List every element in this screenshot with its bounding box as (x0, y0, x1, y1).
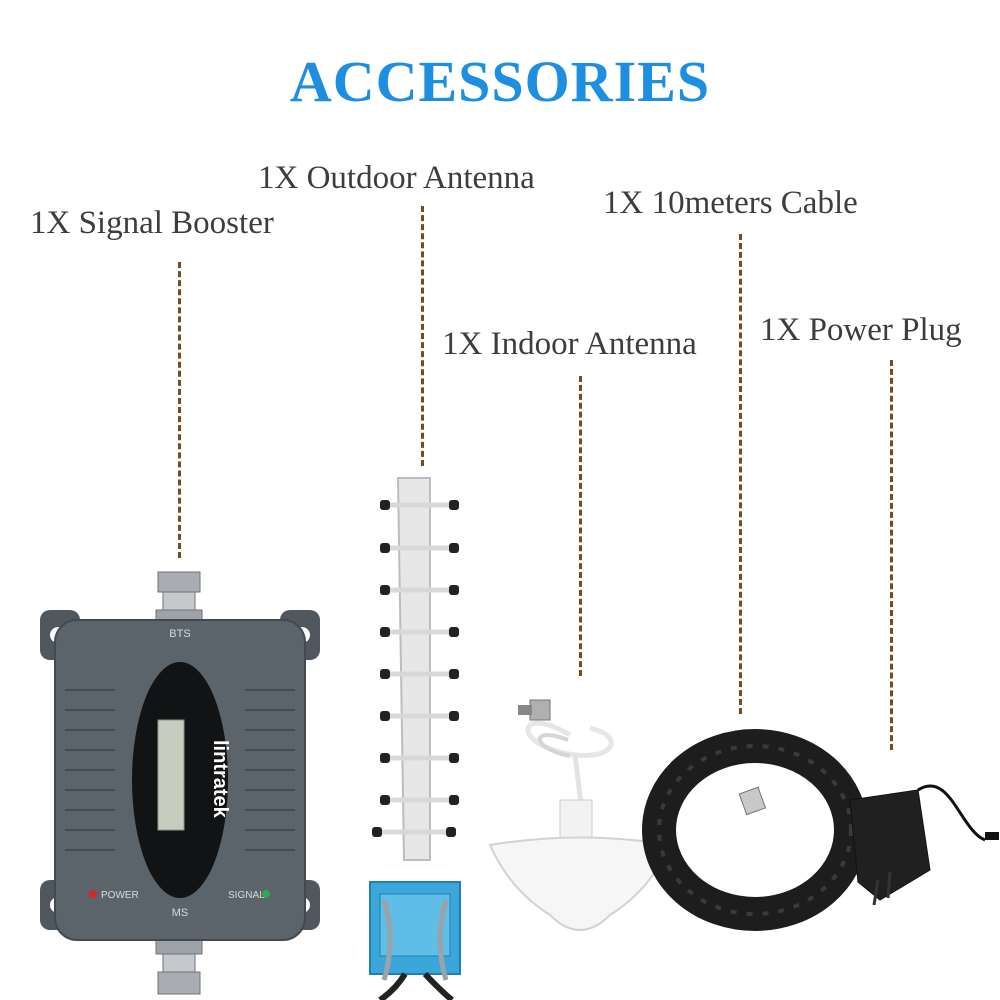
leader-outdoor-antenna (421, 206, 424, 466)
signal-booster-image: lintratek BTS MS POWER SIGNAL (40, 571, 320, 995)
port-top-label: BTS (169, 628, 190, 640)
signal-label: SIGNAL (228, 890, 265, 901)
power-label: POWER (101, 890, 139, 901)
label-cable: 1X 10meters Cable (603, 185, 858, 221)
outdoor-antenna-image (369, 477, 461, 1000)
label-power-plug: 1X Power Plug (760, 312, 962, 348)
booster-brand: lintratek (209, 740, 231, 819)
signal-led-icon (262, 890, 270, 898)
page-title: ACCESSORIES (289, 49, 711, 114)
power-plug-image (849, 784, 999, 906)
cable-image (642, 729, 868, 931)
label-indoor-antenna: 1X Indoor Antenna (442, 326, 697, 362)
label-signal-booster: 1X Signal Booster (30, 205, 274, 241)
power-led-icon (89, 890, 97, 898)
leader-power-plug (890, 360, 893, 750)
leader-signal-booster (178, 262, 181, 558)
leader-cable (739, 234, 742, 714)
label-outdoor-antenna: 1X Outdoor Antenna (258, 160, 535, 196)
port-bottom-label: MS (172, 907, 189, 919)
indoor-antenna-image (488, 699, 672, 931)
leader-indoor-antenna (579, 376, 582, 676)
